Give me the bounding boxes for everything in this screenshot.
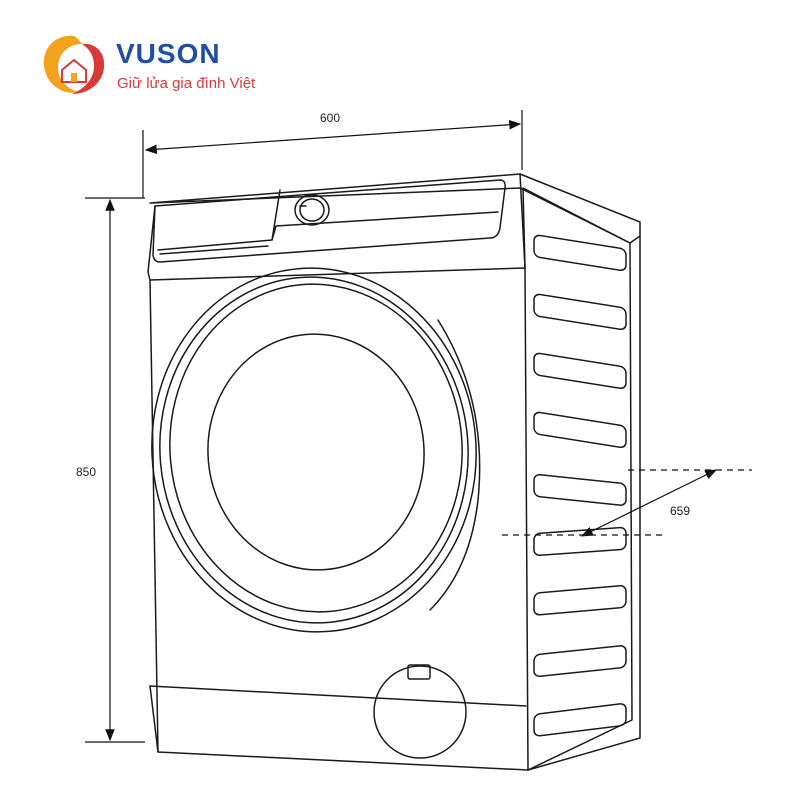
top-panel <box>149 173 641 244</box>
side-vent <box>533 352 627 390</box>
width-dimension <box>142 110 523 198</box>
side-vents <box>533 234 627 737</box>
side-vent <box>533 473 627 506</box>
side-vent <box>533 293 627 331</box>
height-label: 850 <box>76 465 96 479</box>
door-glass <box>207 333 425 571</box>
front-body <box>149 267 529 771</box>
width-label: 600 <box>320 111 340 125</box>
side-vent <box>533 411 627 449</box>
brand-name: VUSON <box>116 38 221 69</box>
depth-label: 659 <box>670 504 690 518</box>
control-panel <box>152 179 506 263</box>
brand-tagline: Giữ lửa gia đình Việt <box>117 75 256 92</box>
plinth <box>149 685 527 707</box>
side-vent <box>533 234 627 272</box>
door-outer-ring <box>151 267 477 633</box>
vuson-logo-icon <box>43 35 105 94</box>
side-vent <box>533 645 627 678</box>
height-dimension <box>85 197 145 743</box>
side-vent <box>533 584 627 616</box>
program-knob <box>294 194 330 226</box>
depth-dimension <box>502 469 752 537</box>
side-vent <box>533 703 627 737</box>
side-panel <box>522 187 633 771</box>
filter-cover <box>373 665 467 759</box>
side-vent <box>533 526 627 557</box>
